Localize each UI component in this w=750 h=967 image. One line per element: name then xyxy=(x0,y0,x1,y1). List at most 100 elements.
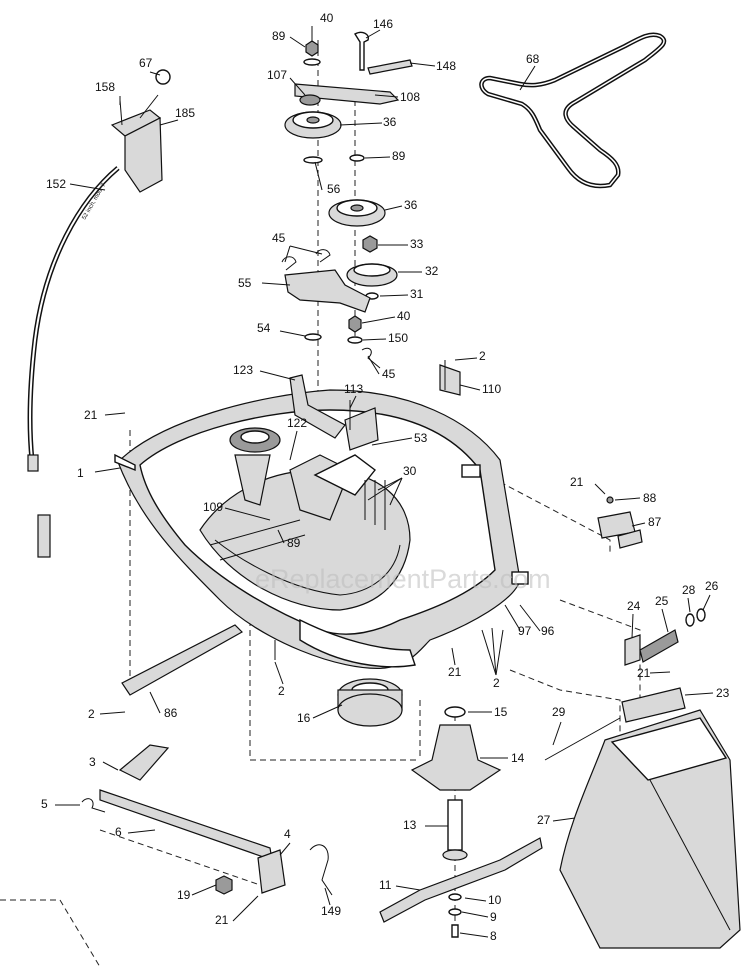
callout-89: 89 xyxy=(392,149,406,163)
callout-4: 4 xyxy=(284,827,291,841)
callout-13: 13 xyxy=(403,818,417,832)
leader-line xyxy=(365,29,381,39)
callout-107: 107 xyxy=(267,68,287,82)
leader-line xyxy=(279,330,306,337)
leader-line xyxy=(259,370,296,381)
leader-line xyxy=(451,647,456,666)
callout-86: 86 xyxy=(164,706,178,720)
leader-line xyxy=(552,817,576,822)
leader-line xyxy=(324,887,331,906)
leader-line xyxy=(649,671,671,674)
callout-122: 122 xyxy=(287,416,307,430)
leader-line xyxy=(491,627,497,676)
callout-55: 55 xyxy=(238,276,252,290)
callout-leader-lines xyxy=(55,26,714,938)
callout-5: 5 xyxy=(41,797,48,811)
callout-40: 40 xyxy=(320,11,334,25)
leader-line xyxy=(279,842,291,856)
leader-line xyxy=(384,205,403,211)
side-plate xyxy=(439,360,461,396)
leader-line xyxy=(495,629,504,676)
callout-14: 14 xyxy=(511,751,525,765)
callout-68: 68 xyxy=(526,52,540,66)
leader-line xyxy=(379,294,409,297)
callout-56: 56 xyxy=(327,182,341,196)
callout-11: 11 xyxy=(379,878,392,892)
callout-158: 158 xyxy=(95,80,115,94)
leader-line xyxy=(232,895,259,922)
callout-185: 185 xyxy=(175,106,195,120)
leader-line xyxy=(99,711,126,715)
callout-9: 9 xyxy=(490,910,497,924)
leader-line xyxy=(409,62,436,67)
callout-2: 2 xyxy=(479,349,486,363)
baffle-bracket xyxy=(597,496,643,549)
leader-line xyxy=(261,282,291,286)
discharge-chute xyxy=(559,709,741,949)
leader-line xyxy=(371,437,413,446)
leader-line xyxy=(94,467,121,473)
drive-pulley xyxy=(346,235,398,300)
deck-support-arm xyxy=(121,624,276,696)
leader-line xyxy=(367,477,403,501)
leader-line xyxy=(661,608,669,633)
drive-belt xyxy=(479,32,667,189)
leader-line xyxy=(349,395,357,409)
callout-33: 33 xyxy=(410,237,424,251)
leader-line xyxy=(149,691,161,714)
second-idler-pulley xyxy=(328,199,386,227)
leader-line xyxy=(684,692,714,696)
callout-28: 28 xyxy=(682,583,696,597)
callout-40: 40 xyxy=(397,309,411,323)
callout-45: 45 xyxy=(272,231,286,245)
callout-45: 45 xyxy=(382,367,396,381)
idler-pulley-stack xyxy=(284,31,413,164)
callout-27: 27 xyxy=(537,813,551,827)
callout-97: 97 xyxy=(518,624,532,638)
callout-21: 21 xyxy=(215,913,229,927)
callout-25: 25 xyxy=(655,594,669,608)
callout-89: 89 xyxy=(287,536,301,550)
callout-32: 32 xyxy=(425,264,439,278)
leader-line xyxy=(459,384,481,391)
leader-line xyxy=(362,338,387,341)
callout-26: 26 xyxy=(705,579,719,593)
callout-10: 10 xyxy=(488,893,502,907)
cutting-blade xyxy=(379,837,543,938)
leader-line xyxy=(289,245,323,255)
callout-89: 89 xyxy=(272,29,286,43)
callout-67: 67 xyxy=(139,56,153,70)
leader-line xyxy=(159,119,179,126)
callout-88: 88 xyxy=(643,491,657,505)
callout-148: 148 xyxy=(436,59,456,73)
callout-149: 149 xyxy=(321,904,341,918)
chute-deflector-hardware xyxy=(544,608,706,761)
leader-line xyxy=(374,94,399,98)
callout-150: 150 xyxy=(388,331,408,345)
callout-53: 53 xyxy=(414,431,428,445)
leader-line xyxy=(454,357,478,361)
leader-line xyxy=(289,77,306,96)
callout-6: 6 xyxy=(115,825,122,839)
leader-line xyxy=(289,430,298,461)
callout-21: 21 xyxy=(637,666,651,680)
lift-linkage xyxy=(81,744,333,896)
leader-line xyxy=(614,497,641,501)
leader-line xyxy=(224,507,271,521)
callout-21: 21 xyxy=(448,665,462,679)
callout-3: 3 xyxy=(89,755,96,769)
leader-line xyxy=(481,629,497,676)
leader-line xyxy=(149,71,161,76)
mower-deck-housing xyxy=(114,389,529,669)
engagement-cable: 52 inch, mod, 7 xyxy=(27,166,120,558)
leader-line xyxy=(314,161,323,191)
leader-line xyxy=(312,704,343,719)
callout-labels: 40 146 89 148 67 68 158 185 107 108 36 8… xyxy=(41,11,730,943)
leader-line xyxy=(687,597,691,613)
leader-line xyxy=(461,911,489,918)
callout-31: 31 xyxy=(410,287,424,301)
callout-96: 96 xyxy=(541,624,555,638)
idler-bracket xyxy=(281,249,381,369)
callout-123: 123 xyxy=(233,363,253,377)
